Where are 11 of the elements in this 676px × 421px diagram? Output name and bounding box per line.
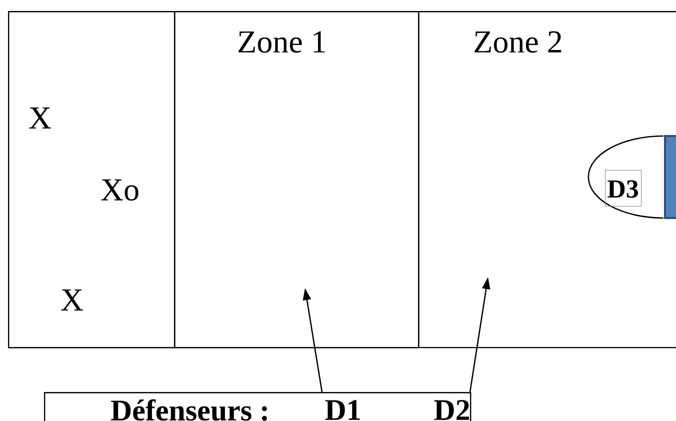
box-text: Défenseurs : <box>110 399 267 421</box>
field-zone <box>8 11 176 348</box>
player-label: D3 <box>608 180 638 198</box>
field-zone: Zone 1 <box>174 11 420 348</box>
legend-box <box>44 392 472 421</box>
player-mark: Xo <box>101 179 138 201</box>
player-mark: X <box>61 290 83 310</box>
box-text: D1 <box>325 400 360 420</box>
box-text: D2 <box>434 400 470 420</box>
player-mark: X <box>29 108 51 128</box>
player-box <box>605 170 642 206</box>
